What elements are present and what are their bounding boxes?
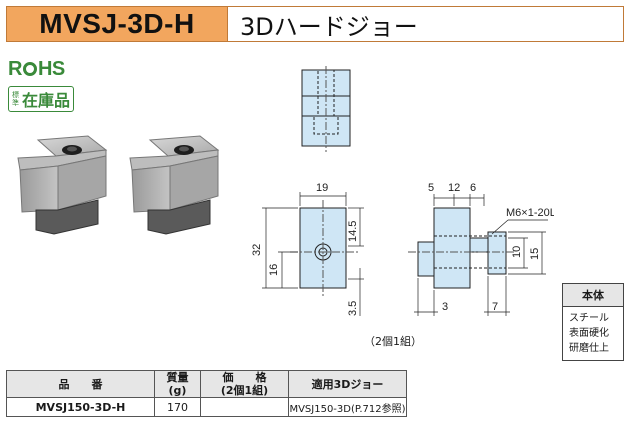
table-spacer	[406, 370, 624, 417]
material-header: 本体	[563, 284, 623, 307]
thread-spec: M6×1-20L	[506, 207, 554, 219]
header-part-no: 品 番	[6, 370, 155, 398]
product-code-header: MVSJ-3D-H	[6, 6, 228, 42]
product-photo	[17, 135, 220, 235]
table-row: MVSJ150-3D-H 170 MVSJ150-3D(P.712参照)	[6, 397, 625, 417]
dim-10: 10	[511, 246, 523, 258]
stock-badge: 標準 在庫品	[8, 86, 75, 112]
rohs-text-hs: HS	[37, 58, 65, 80]
stock-small-label: 標準	[12, 91, 19, 107]
product-code: MVSJ-3D-H	[39, 8, 195, 39]
side-view-drawing: 5 12 6 M6×1-20L 10 15 3 7	[408, 182, 554, 316]
jaw-left	[17, 135, 108, 235]
dim-height-16: 16	[268, 264, 280, 276]
material-line: 研磨仕上	[569, 343, 609, 354]
cell-applicable: MVSJ150-3D(P.712参照)	[288, 397, 407, 417]
stock-label: 在庫品	[22, 91, 71, 110]
material-box: 本体 スチール 表面硬化 研磨仕上	[562, 283, 624, 361]
dim-14-5: 14.5	[347, 221, 359, 242]
front-view-drawing: 19 32 16 14.5 3.5	[251, 182, 364, 316]
dim-15: 15	[529, 248, 541, 260]
material-line: スチール	[569, 313, 609, 324]
dim-7: 7	[492, 301, 498, 313]
set-note: （2個1組）	[364, 335, 422, 348]
product-title: 3Dハードジョー	[240, 12, 418, 41]
product-title-header: 3Dハードジョー	[228, 6, 624, 42]
header-applicable: 適用3Dジョー	[288, 370, 407, 398]
cell-price	[200, 397, 289, 417]
dim-width-19: 19	[316, 182, 328, 194]
cell-mass: 170	[154, 397, 201, 417]
dim-5: 5	[428, 182, 434, 194]
rohs-badge: R HS	[8, 58, 65, 81]
material-line: 表面硬化	[569, 328, 609, 339]
top-view-drawing	[301, 66, 351, 152]
cell-part-no: MVSJ150-3D-H	[6, 397, 155, 417]
rohs-o-icon	[22, 62, 37, 76]
dim-3: 3	[442, 301, 448, 313]
header-price: 価 格(2個1組)	[200, 370, 289, 398]
material-body: スチール 表面硬化 研磨仕上	[563, 307, 623, 360]
dim-12: 12	[448, 182, 460, 194]
rohs-text-r: R	[8, 58, 22, 80]
header-mass: 質量(g)	[154, 370, 201, 398]
dim-height-32: 32	[251, 244, 263, 256]
dim-3-5: 3.5	[347, 301, 359, 316]
jaw-right	[129, 135, 220, 235]
dim-6: 6	[470, 182, 476, 194]
spec-table: 品 番 質量(g) 価 格(2個1組) 適用3Dジョー MVSJ150-3D-H…	[6, 370, 624, 417]
